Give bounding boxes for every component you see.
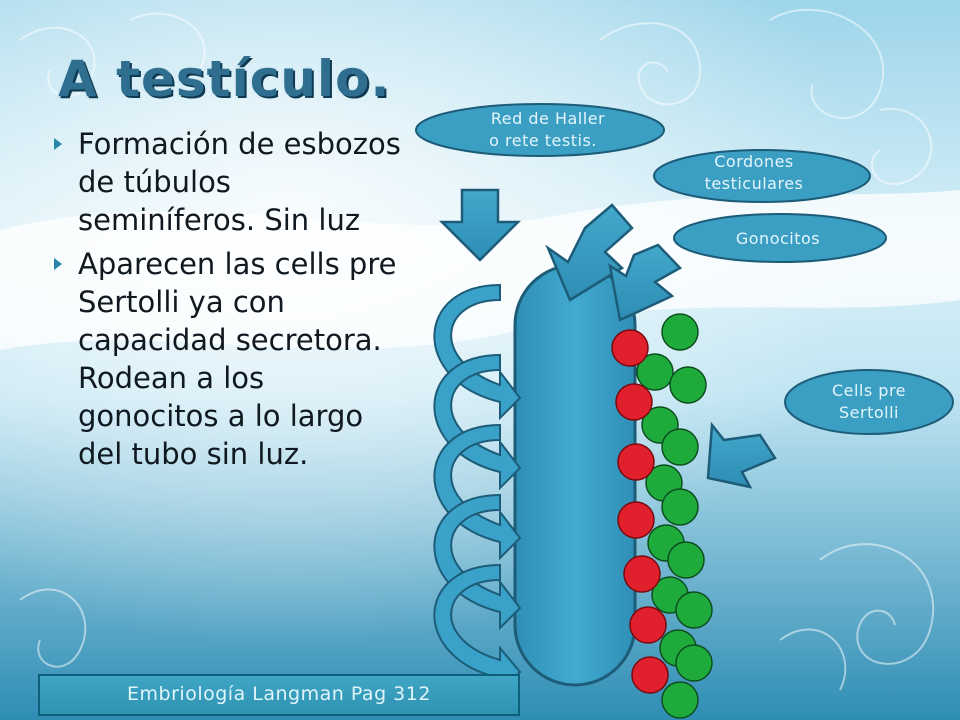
gonocitos-arrow-icon — [608, 243, 683, 322]
sertoli-cell — [675, 644, 713, 682]
bullet-item: Aparecen las cells pre Sertolli ya con c… — [50, 245, 402, 473]
label-gonocitos-text: Gonocitos — [736, 229, 820, 248]
bullet-arrow-icon — [54, 258, 62, 270]
label-sertoli-line2: Sertolli — [839, 403, 899, 422]
gonocyte-cell — [623, 555, 661, 593]
sertoli-cell — [661, 428, 699, 466]
gonocyte-cells-group — [611, 329, 669, 694]
sertoli-cell — [667, 541, 705, 579]
seminiferous-tubule — [513, 263, 637, 687]
bullet-text: Formación de esbozos de túbulos seminífe… — [78, 127, 401, 237]
label-cordones-line2: testiculares — [705, 174, 804, 193]
citation-box: Embriología Langman Pag 312 — [38, 674, 520, 716]
gonocyte-cell — [611, 329, 649, 367]
label-cordones: Cordones testiculares — [653, 149, 871, 203]
sertoli-cell — [675, 591, 713, 629]
sertoli-cell — [661, 681, 699, 719]
sertoli-cell — [669, 366, 707, 404]
gonocyte-cell — [631, 656, 669, 694]
curved-arrow-icon — [433, 563, 522, 693]
sertoli-arrow-icon — [706, 421, 777, 489]
gonocyte-cell — [617, 443, 655, 481]
block-arrows-group — [438, 188, 777, 489]
rete-arrow-icon — [438, 188, 522, 262]
cordones-arrow-icon — [545, 203, 634, 302]
curved-arrow-icon — [433, 353, 522, 491]
gonocyte-cell — [617, 501, 655, 539]
label-rete: Red de Haller o rete testis. — [415, 103, 665, 157]
bullet-text: Aparecen las cells pre Sertolli ya con c… — [78, 247, 397, 471]
label-sertoli-line1: Cells pre — [832, 381, 906, 400]
sertoli-cell — [661, 488, 699, 526]
sertoli-cell — [661, 313, 699, 351]
label-cordones-line1: Cordones — [714, 152, 794, 171]
label-rete-line2: o rete testis. — [489, 131, 597, 150]
label-gonocitos: Gonocitos — [673, 213, 887, 263]
bullet-arrow-icon — [54, 138, 62, 150]
bullet-list: Formación de esbozos de túbulos seminífe… — [50, 125, 402, 479]
gonocyte-cell — [615, 383, 653, 421]
curved-arrow-icon — [433, 283, 522, 421]
curved-arrow-icon — [433, 493, 522, 631]
cells-group — [636, 313, 713, 719]
slide-title: A testículo. — [58, 50, 391, 108]
sertoli-cell — [636, 353, 674, 391]
gonocyte-cell — [629, 606, 667, 644]
curved-arrows-group — [433, 283, 522, 693]
label-sertoli: Cells pre Sertolli — [784, 369, 954, 435]
curved-arrow-icon — [433, 423, 522, 561]
bullet-item: Formación de esbozos de túbulos seminífe… — [50, 125, 402, 239]
label-rete-line1: Red de Haller — [491, 109, 605, 128]
